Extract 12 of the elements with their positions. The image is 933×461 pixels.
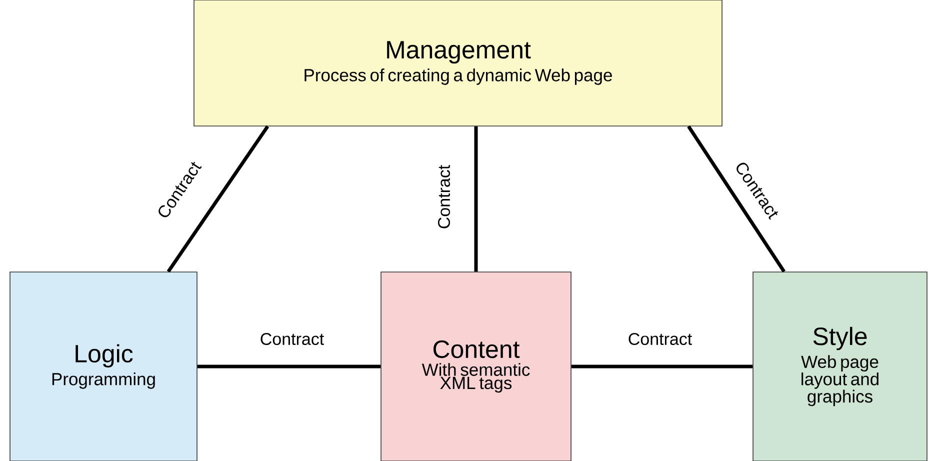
- content-box: Management Process of creating a dynamic Web page: [194, 0, 722, 126]
- connector-line: [571, 364, 753, 368]
- connector-line: [687, 125, 786, 273]
- edge-label: Contract: [260, 332, 324, 346]
- content-box: Style Web page layout and graphics: [752, 272, 928, 461]
- connector-line: [166, 125, 270, 273]
- edge-label: Contract: [628, 332, 692, 346]
- content-box: Logic Programming: [10, 272, 198, 461]
- connector-line: [474, 126, 478, 272]
- content-box: Content With semantic XML tags: [380, 272, 572, 461]
- edge-label: Contract: [438, 165, 450, 228]
- connector-line: [197, 364, 381, 368]
